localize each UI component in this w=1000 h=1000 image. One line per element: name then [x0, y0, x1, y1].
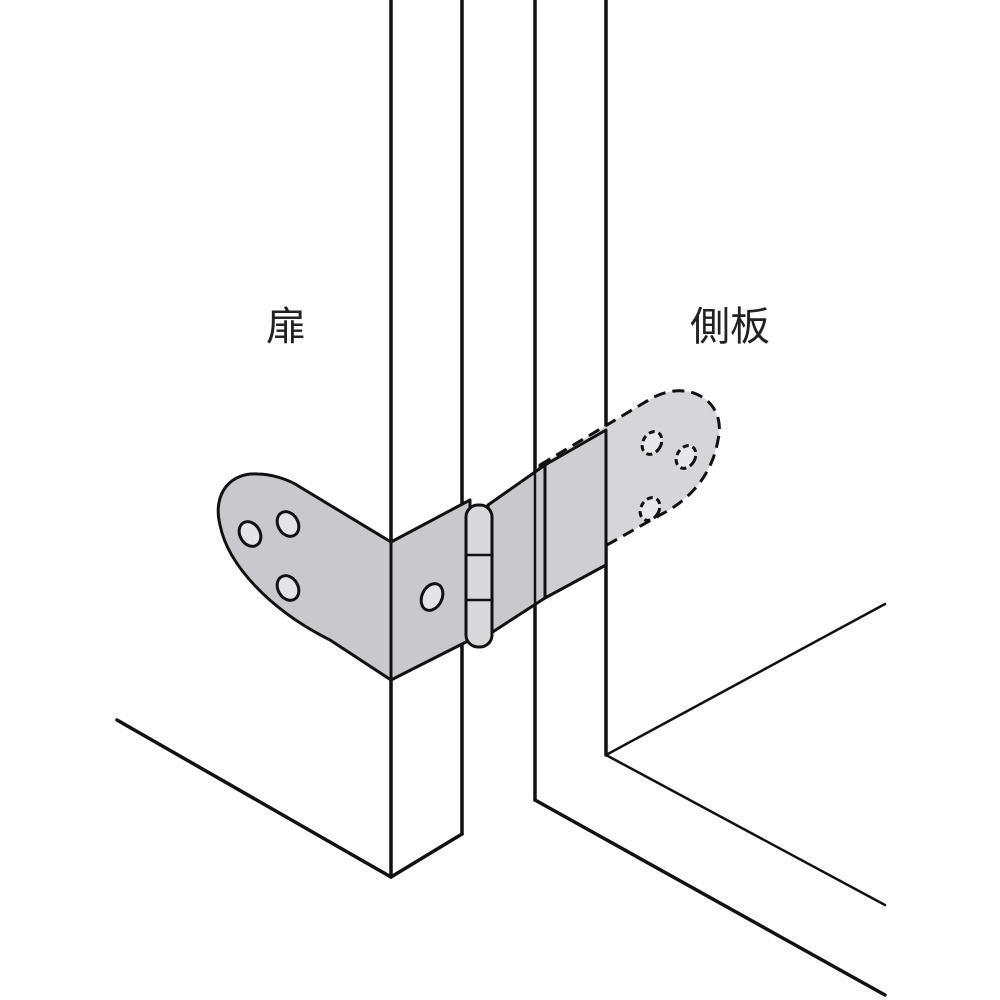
- door: [115, 0, 464, 879]
- screw-hole-icon: [640, 430, 664, 456]
- hinge-door-leaf: [216, 472, 472, 682]
- cabinet-floor-front-line: [604, 753, 887, 907]
- cabinet-floor-back-line: [604, 602, 887, 757]
- screw-hole-icon: [275, 510, 301, 538]
- side-panel: [533, 0, 887, 997]
- hinge-leaf-front-face: [216, 472, 393, 682]
- screw-hole-icon: [275, 574, 301, 602]
- screw-hole-icon: [638, 496, 662, 522]
- screw-hole-icon: [419, 582, 445, 612]
- door-label: 扉: [266, 304, 306, 350]
- door-bottom-right-edge: [389, 832, 464, 879]
- hinge-knuckle: [464, 503, 494, 649]
- side-panel-label: 側板: [690, 304, 770, 350]
- screw-hole-icon: [674, 444, 698, 470]
- screw-hole-icon: [237, 520, 263, 548]
- side-panel-bottom-edge: [533, 798, 887, 997]
- hinge-barrel: [464, 503, 494, 649]
- hinge-leaf-transition: [543, 428, 608, 600]
- hinge-middle-section: [486, 428, 608, 637]
- door-bottom-left-edge: [115, 718, 393, 879]
